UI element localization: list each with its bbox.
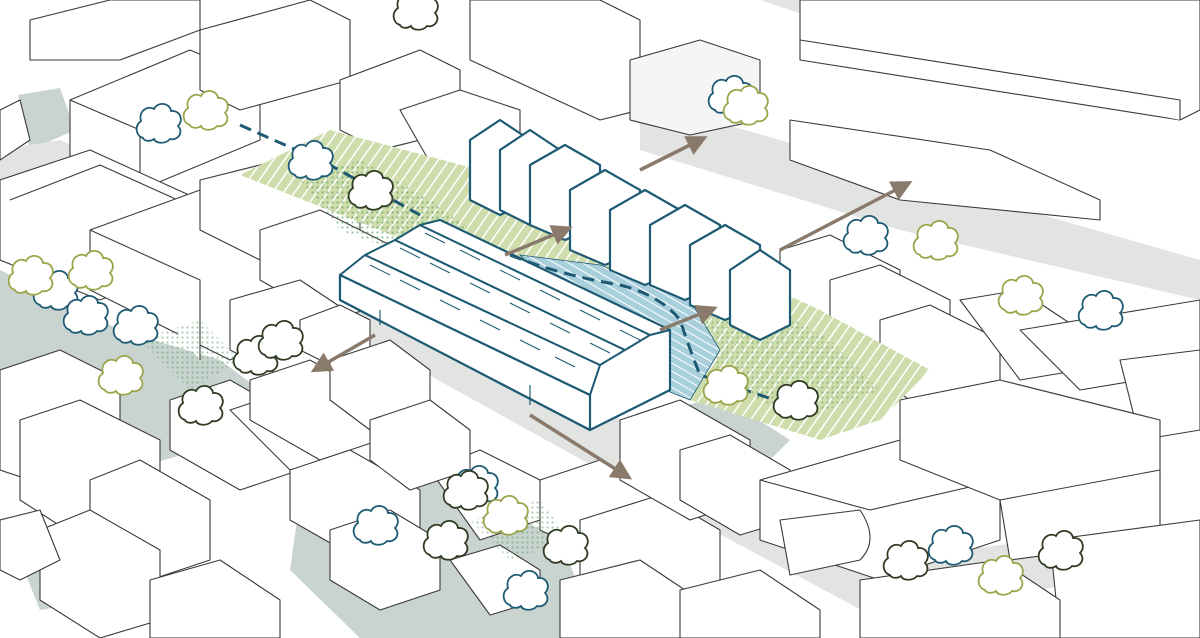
connection-arrow-hall-east	[659, 304, 718, 332]
existing-buildings-north	[29, 0, 1200, 221]
new-hall-building	[338, 218, 672, 432]
connection-arrow-northeast-2	[779, 181, 913, 252]
connection-arrow-south	[529, 413, 633, 480]
new-townhouses	[468, 118, 792, 342]
skylights	[369, 232, 641, 368]
existing-buildings-southwest	[0, 339, 821, 638]
tree-icon	[392, 0, 439, 31]
connection-arrow-northeast-1	[639, 136, 708, 172]
connection-arrow-west	[310, 333, 376, 373]
existing-buildings-east	[619, 234, 1200, 638]
connection-arrows	[310, 136, 913, 480]
connection-arrow-hall-north	[504, 225, 573, 257]
